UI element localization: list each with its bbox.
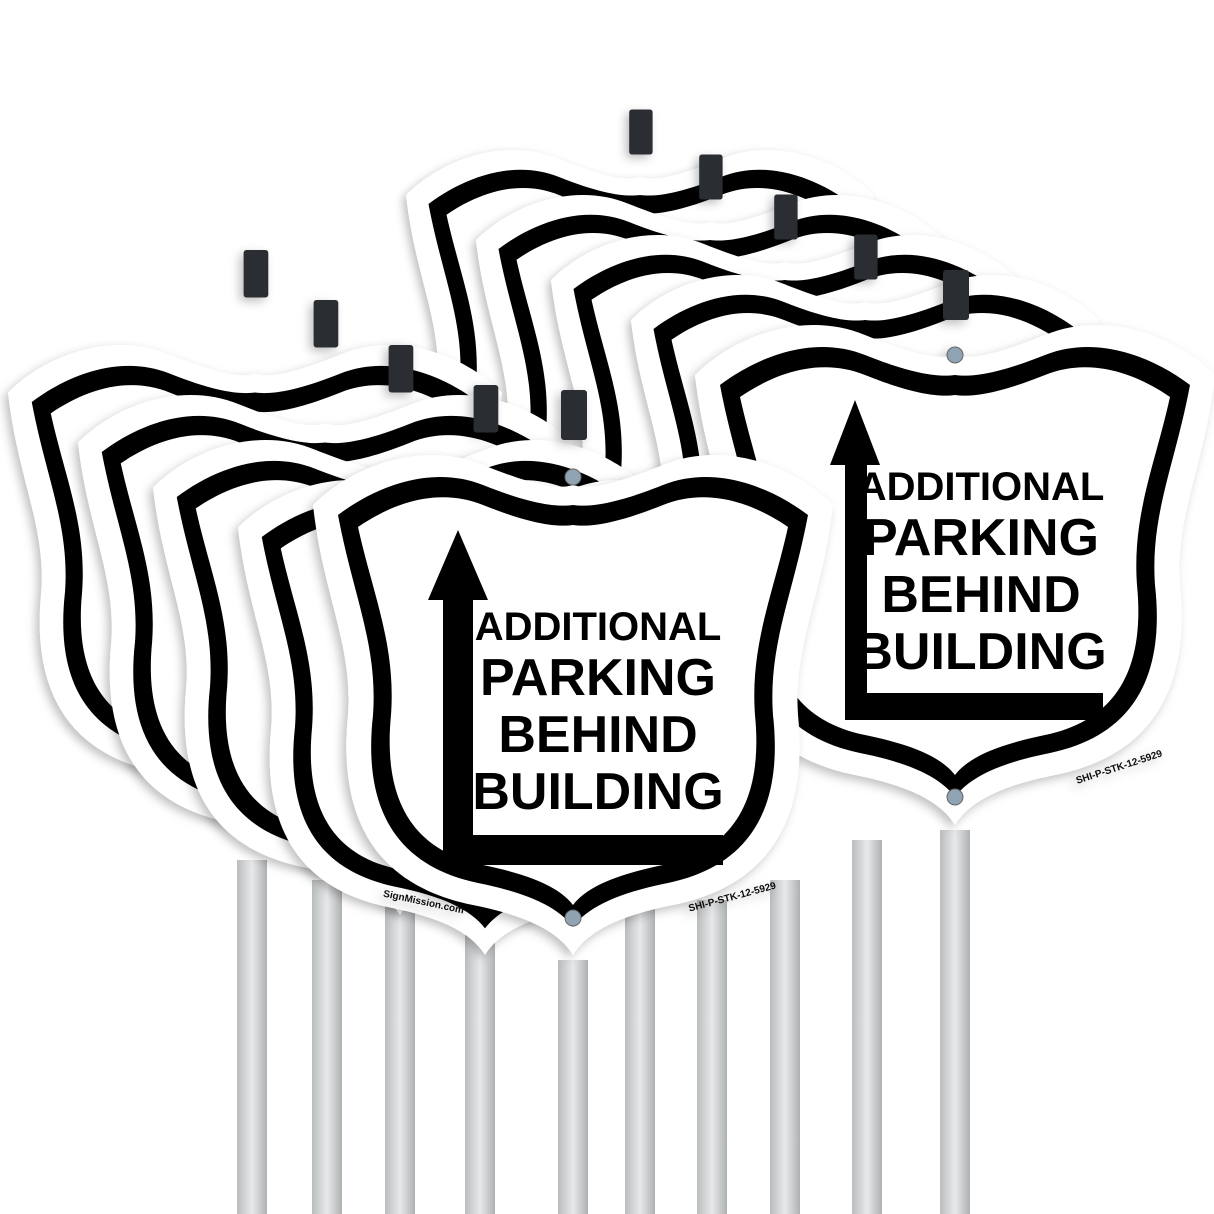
back-signs-left [7, 249, 732, 955]
screw-icon [946, 346, 964, 364]
sign-line-1: ADDITIONAL [858, 465, 1105, 509]
sign-line-4: BUILDING [855, 623, 1106, 681]
arrow-icon [428, 530, 723, 865]
front-sign-right: ADDITIONAL PARKING BEHIND BUILDING SHI-P… [695, 270, 1214, 825]
sign-line-3: BEHIND [498, 706, 697, 764]
sign-line-4: BUILDING [472, 763, 723, 821]
clip-icon [561, 390, 587, 440]
back-signs-right [406, 109, 1099, 725]
screw-icon [564, 909, 582, 927]
sign-line-2: PARKING [480, 649, 716, 707]
sign-line-1: ADDITIONAL [475, 605, 722, 649]
stakes [237, 830, 970, 1214]
screw-icon [946, 788, 964, 806]
arrow-icon [830, 400, 1103, 720]
front-sign-main: ADDITIONAL PARKING BEHIND BUILDING SignM… [313, 390, 833, 955]
clip-icon [943, 270, 969, 320]
sign-line-3: BEHIND [881, 566, 1080, 624]
sign-line-2: PARKING [863, 509, 1099, 567]
screw-icon [564, 468, 582, 486]
